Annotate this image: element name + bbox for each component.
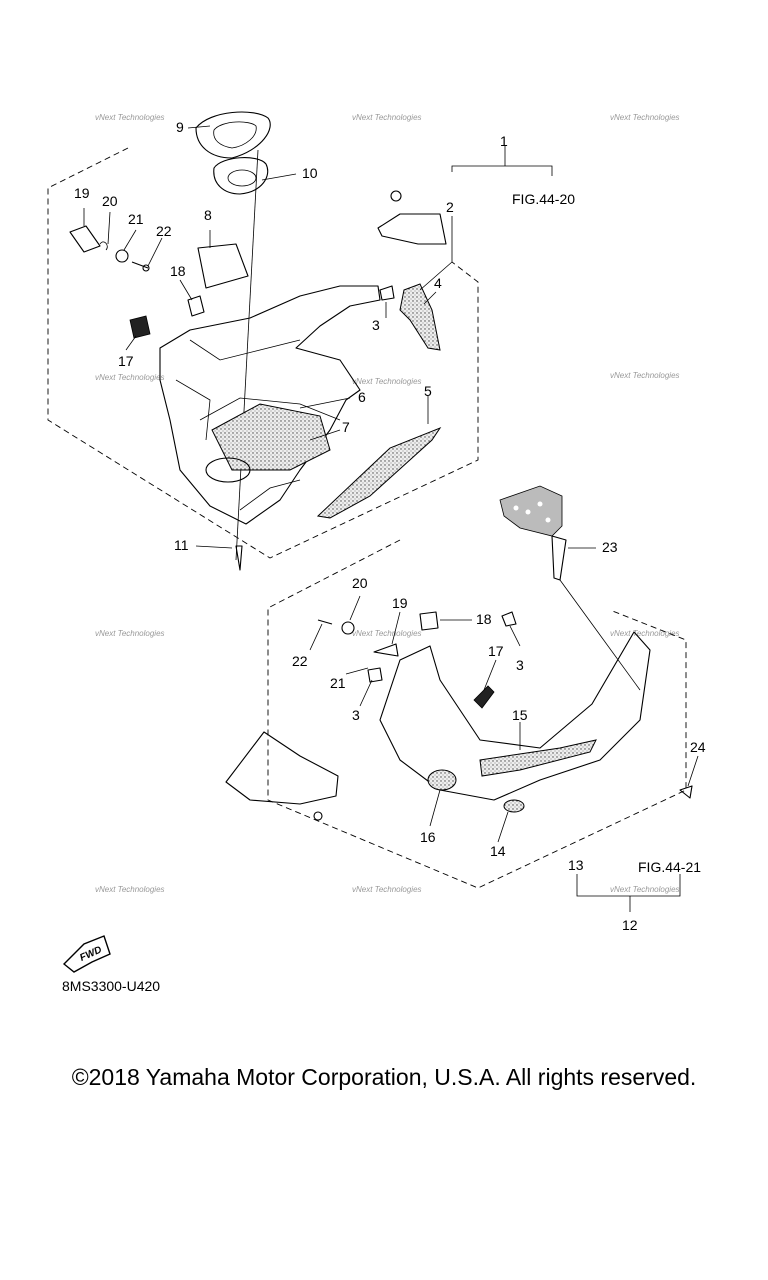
callout-11: 11 — [174, 537, 189, 553]
upper-cowl-drawing — [69, 111, 447, 571]
lower-assembly-boundary — [267, 539, 687, 889]
left-side-panel — [225, 731, 339, 805]
callout-22: 22 — [156, 223, 172, 239]
watermark: vNext Technologies — [610, 629, 680, 638]
callout-13: 13 — [568, 857, 584, 873]
watermarks: vNext Technologies vNext Technologies vN… — [95, 113, 680, 894]
callout-21-lower: 21 — [330, 675, 346, 691]
fig-ref-lower: FIG.44-21 — [638, 859, 701, 875]
mesh-15 — [479, 739, 597, 777]
mesh-5 — [316, 426, 442, 519]
diagram-code: 8MS3300-U420 — [62, 978, 161, 994]
callout-9: 9 — [176, 119, 184, 135]
leader-lines — [83, 125, 699, 843]
upper-assembly-boundary — [47, 147, 479, 559]
watermark: vNext Technologies — [610, 113, 680, 122]
gasket-ring-9 — [195, 111, 271, 159]
callout-16: 16 — [420, 829, 436, 845]
lower-cowl-drawing — [225, 485, 693, 821]
watermark: vNext Technologies — [352, 629, 422, 638]
callout-3-lower-left: 3 — [352, 707, 360, 723]
callout-1: 1 — [500, 133, 508, 149]
callout-14: 14 — [490, 843, 506, 859]
callout-19-lower: 19 — [392, 595, 408, 611]
callout-2: 2 — [446, 199, 454, 215]
mesh-6 — [211, 403, 331, 471]
front-cowl-body — [159, 285, 381, 525]
watermark: vNext Technologies — [352, 113, 422, 122]
callout-18: 18 — [170, 263, 186, 279]
callout-17-lower: 17 — [488, 643, 504, 659]
callout-labels: 1 2 3 4 5 6 7 8 9 10 11 17 18 19 20 21 2… — [74, 119, 706, 933]
watermark: vNext Technologies — [610, 885, 680, 894]
callout-22-lower: 22 — [292, 653, 308, 669]
callout-3-lower-right: 3 — [516, 657, 524, 673]
callout-5: 5 — [424, 383, 432, 399]
callout-21: 20 — [102, 193, 118, 209]
watermark: vNext Technologies — [95, 885, 165, 894]
fwd-arrow-icon: FWD — [62, 935, 111, 973]
copyright-notice: ©2018 Yamaha Motor Corporation, U.S.A. A… — [71, 1064, 697, 1090]
callout-15: 15 — [512, 707, 528, 723]
retainer-10 — [213, 157, 269, 195]
watermark: vNext Technologies — [352, 377, 422, 386]
watermark: vNext Technologies — [95, 629, 165, 638]
callout-19: 19 — [74, 185, 90, 201]
watermark: vNext Technologies — [610, 371, 680, 380]
bracket-23 — [499, 485, 563, 537]
bracket-2 — [377, 213, 447, 245]
callout-23: 23 — [602, 539, 618, 555]
callout-4: 4 — [434, 275, 442, 291]
callout-10: 10 — [302, 165, 318, 181]
bracket-19 — [69, 225, 101, 253]
callout-6: 6 — [358, 389, 366, 405]
fig-ref-upper: FIG.44-20 — [512, 191, 575, 207]
callout-3: 3 — [372, 317, 380, 333]
callout-24: 24 — [690, 739, 706, 755]
watermark: vNext Technologies — [95, 113, 165, 122]
callout-17: 17 — [118, 353, 134, 369]
watermark: vNext Technologies — [352, 885, 422, 894]
callout-20-lower: 20 — [352, 575, 368, 591]
lower-cowl-body — [379, 631, 651, 801]
callout-20: 21 — [128, 211, 144, 227]
watermark: vNext Technologies — [95, 373, 165, 382]
decal-8 — [197, 243, 249, 289]
callout-8: 8 — [204, 207, 212, 223]
callout-18-lower: 18 — [476, 611, 492, 627]
callout-12: 12 — [622, 917, 638, 933]
callout-7: 7 — [342, 419, 350, 435]
